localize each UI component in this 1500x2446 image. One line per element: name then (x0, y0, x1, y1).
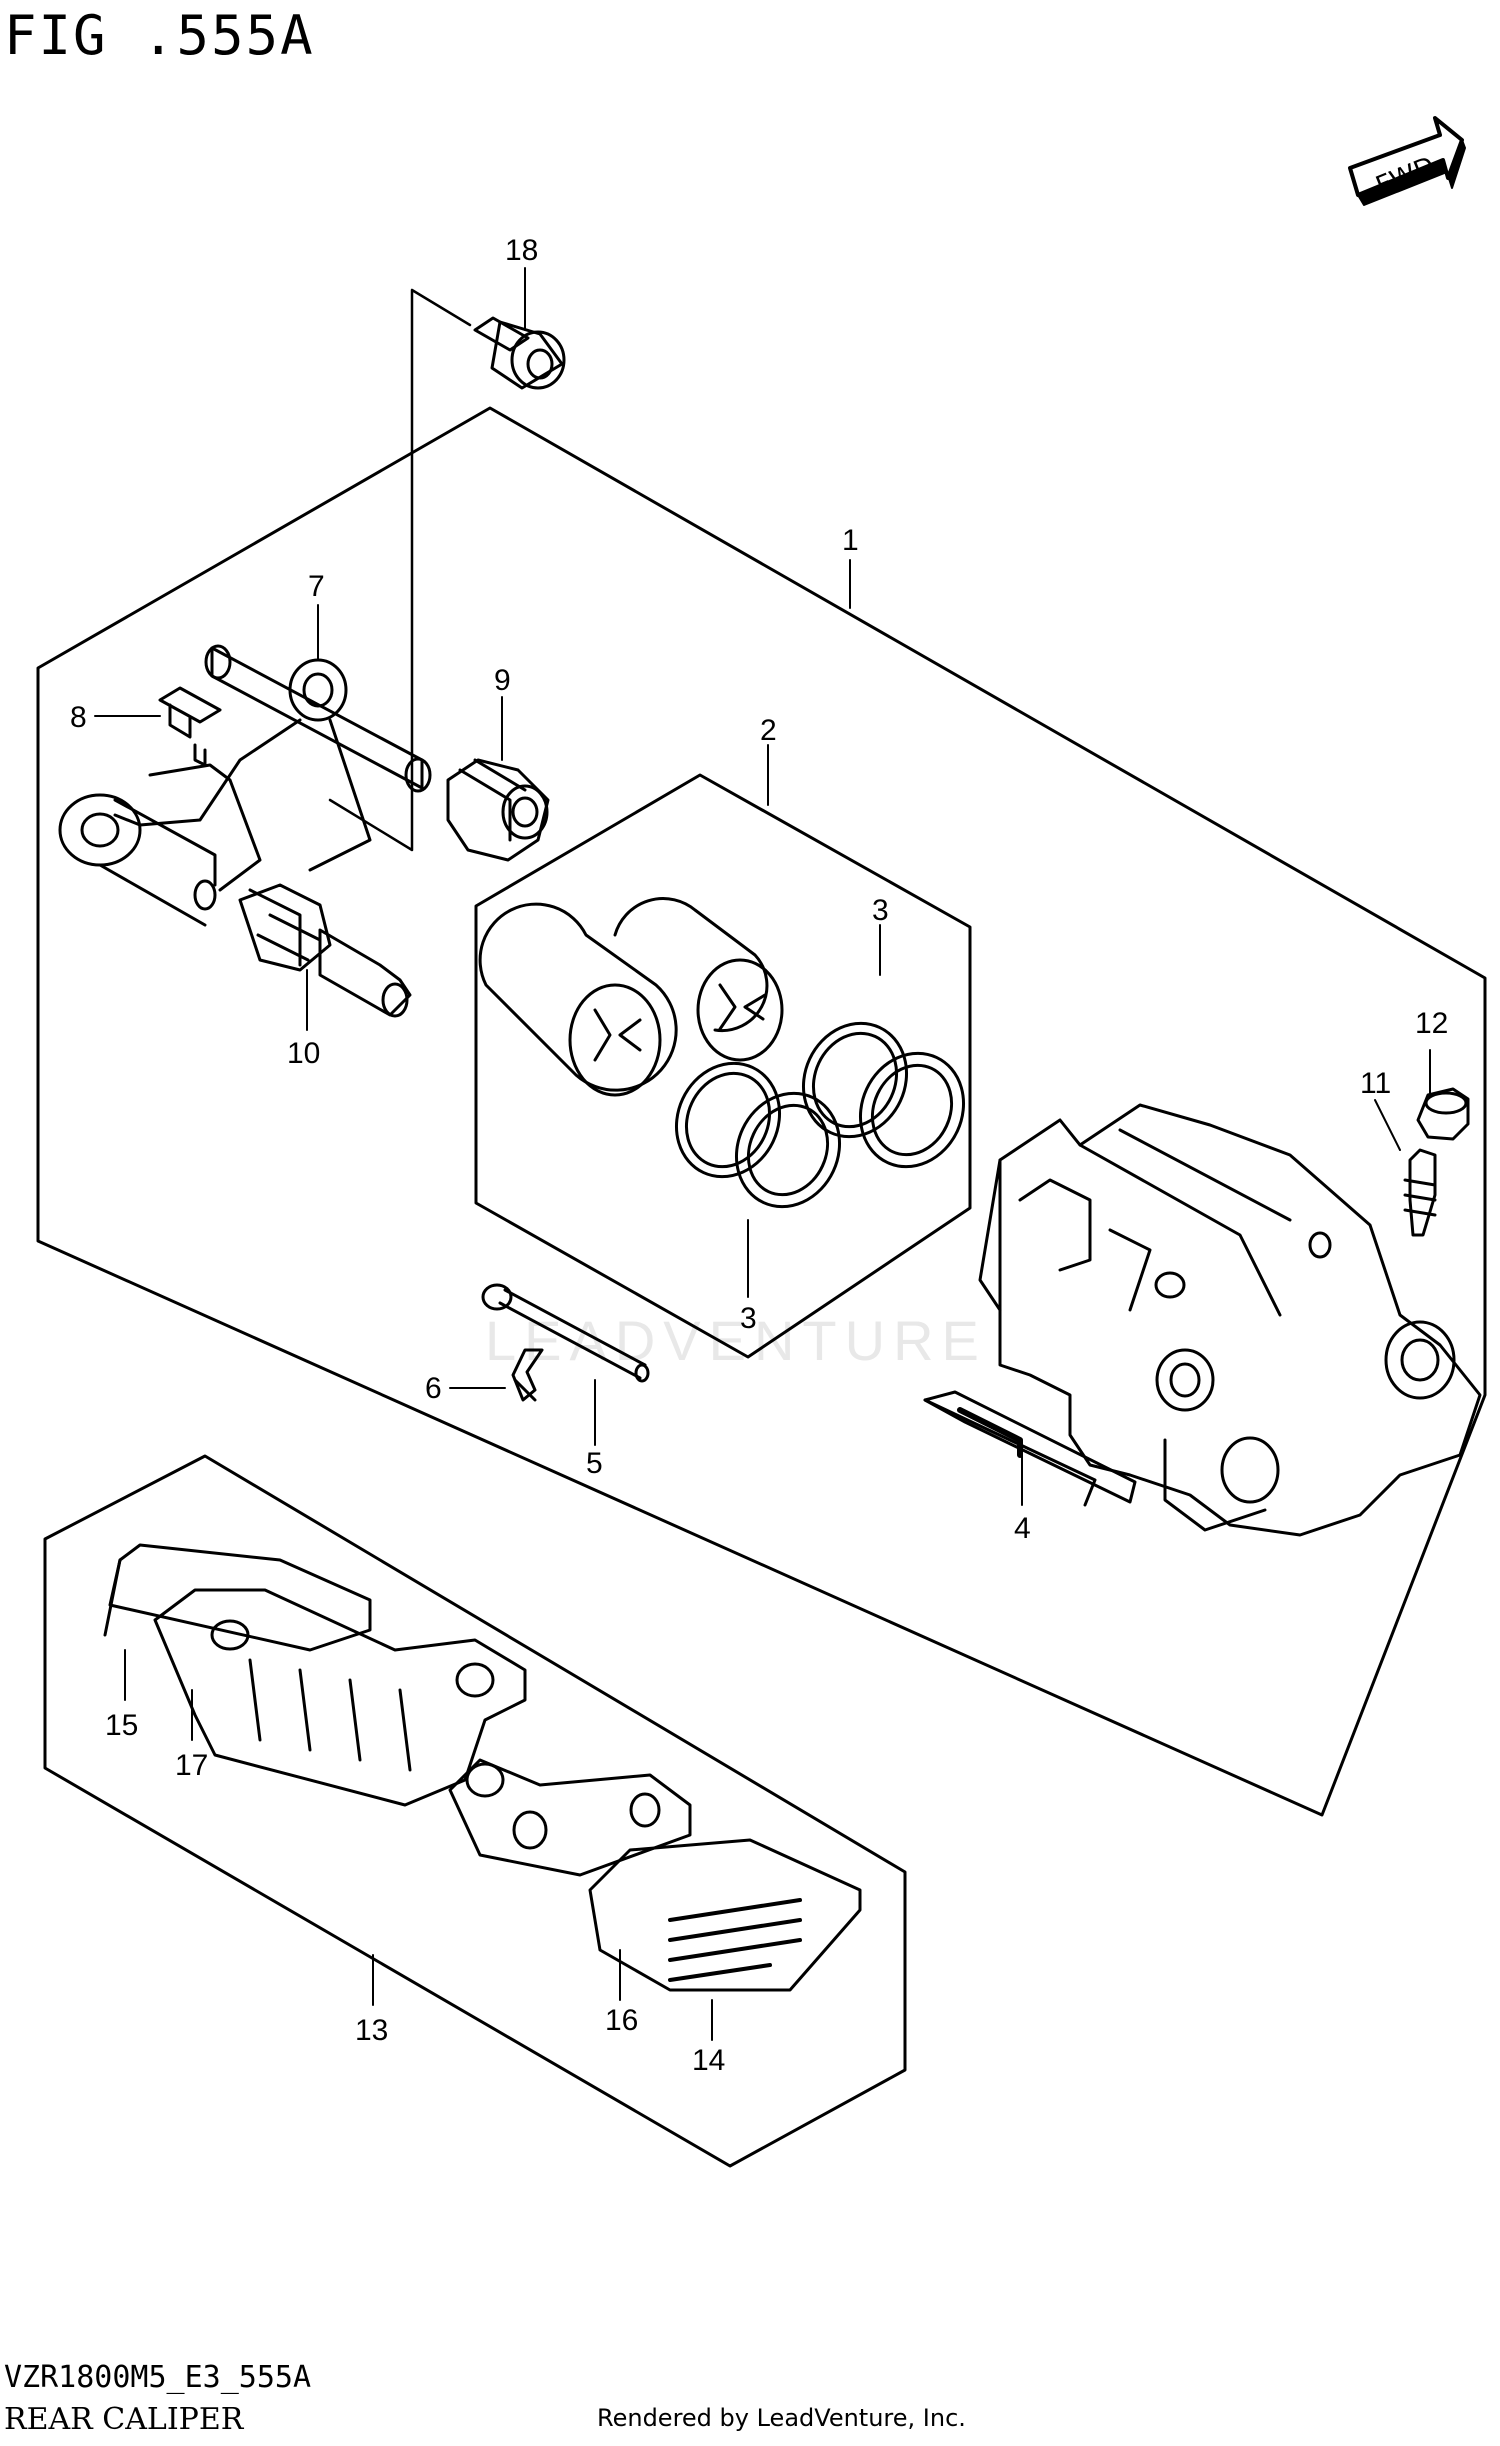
callout-15: 15 (105, 1709, 138, 1742)
pad-set-outline (43, 1454, 907, 2168)
callout-17: 17 (175, 1749, 208, 1782)
fwd-arrow-icon: FWD (1348, 116, 1466, 206)
diagram-subtitle: REAR CALIPER (4, 2402, 244, 2437)
piston-set-outline (474, 773, 972, 1359)
bolt-leader-dashline (328, 288, 472, 852)
callout-13: 13 (355, 2014, 388, 2047)
callout-labels: 18 1 2 3 3 7 8 9 10 12 11 6 5 4 15 17 13… (70, 234, 1448, 2077)
callout-1: 1 (842, 524, 859, 557)
callout-14: 14 (692, 2044, 725, 2077)
piston-seal-icon (674, 1061, 782, 1179)
figure-title: FIG .555A (4, 4, 315, 67)
bleeder-valve-icon (1403, 1148, 1437, 1237)
callout-7: 7 (308, 570, 325, 603)
bleeder-cap-icon (1416, 1087, 1470, 1141)
callout-3: 3 (740, 1302, 757, 1335)
boot-10-icon (238, 883, 412, 1018)
callout-10: 10 (287, 1037, 320, 1070)
pad-pin-icon (481, 1283, 650, 1383)
clip-6-icon (511, 1348, 544, 1402)
callout-5: 5 (586, 1447, 603, 1480)
callout-11: 11 (1360, 1067, 1391, 1100)
leader-lines (94, 267, 1431, 2041)
callout-2: 2 (760, 714, 777, 747)
shim-icon (588, 1838, 862, 1992)
piston-seal-icon (734, 1091, 842, 1209)
clip-8-icon (158, 686, 222, 767)
callout-3: 3 (872, 894, 889, 927)
rendered-by-credit: Rendered by LeadVenture, Inc. (597, 2404, 966, 2432)
piston-icon (613, 897, 784, 1062)
callout-8: 8 (70, 701, 87, 734)
callout-9: 9 (494, 664, 511, 697)
callout-12: 12 (1415, 1007, 1448, 1040)
piston-icon (478, 902, 678, 1097)
bolt-18-icon (473, 316, 566, 390)
callout-18: 18 (505, 234, 538, 267)
brake-pad-icon (448, 1758, 692, 1877)
diagram-code: VZR1800M5_E3_555A (4, 2360, 312, 2395)
callout-6: 6 (425, 1372, 442, 1405)
callout-4: 4 (1014, 1512, 1031, 1545)
caliper-assembly-outline (36, 406, 1487, 1817)
caliper-body-icon (978, 1103, 1482, 1537)
brake-pad-icon (103, 1543, 372, 1652)
slide-pin-bracket-icon (58, 644, 432, 927)
boot-9-icon (446, 758, 550, 862)
callout-16: 16 (605, 2004, 638, 2037)
piston-seal-icon (858, 1051, 966, 1169)
piston-seal-icon (801, 1021, 909, 1139)
pad-spring-icon (923, 1390, 1137, 1507)
shim-icon (153, 1588, 527, 1807)
